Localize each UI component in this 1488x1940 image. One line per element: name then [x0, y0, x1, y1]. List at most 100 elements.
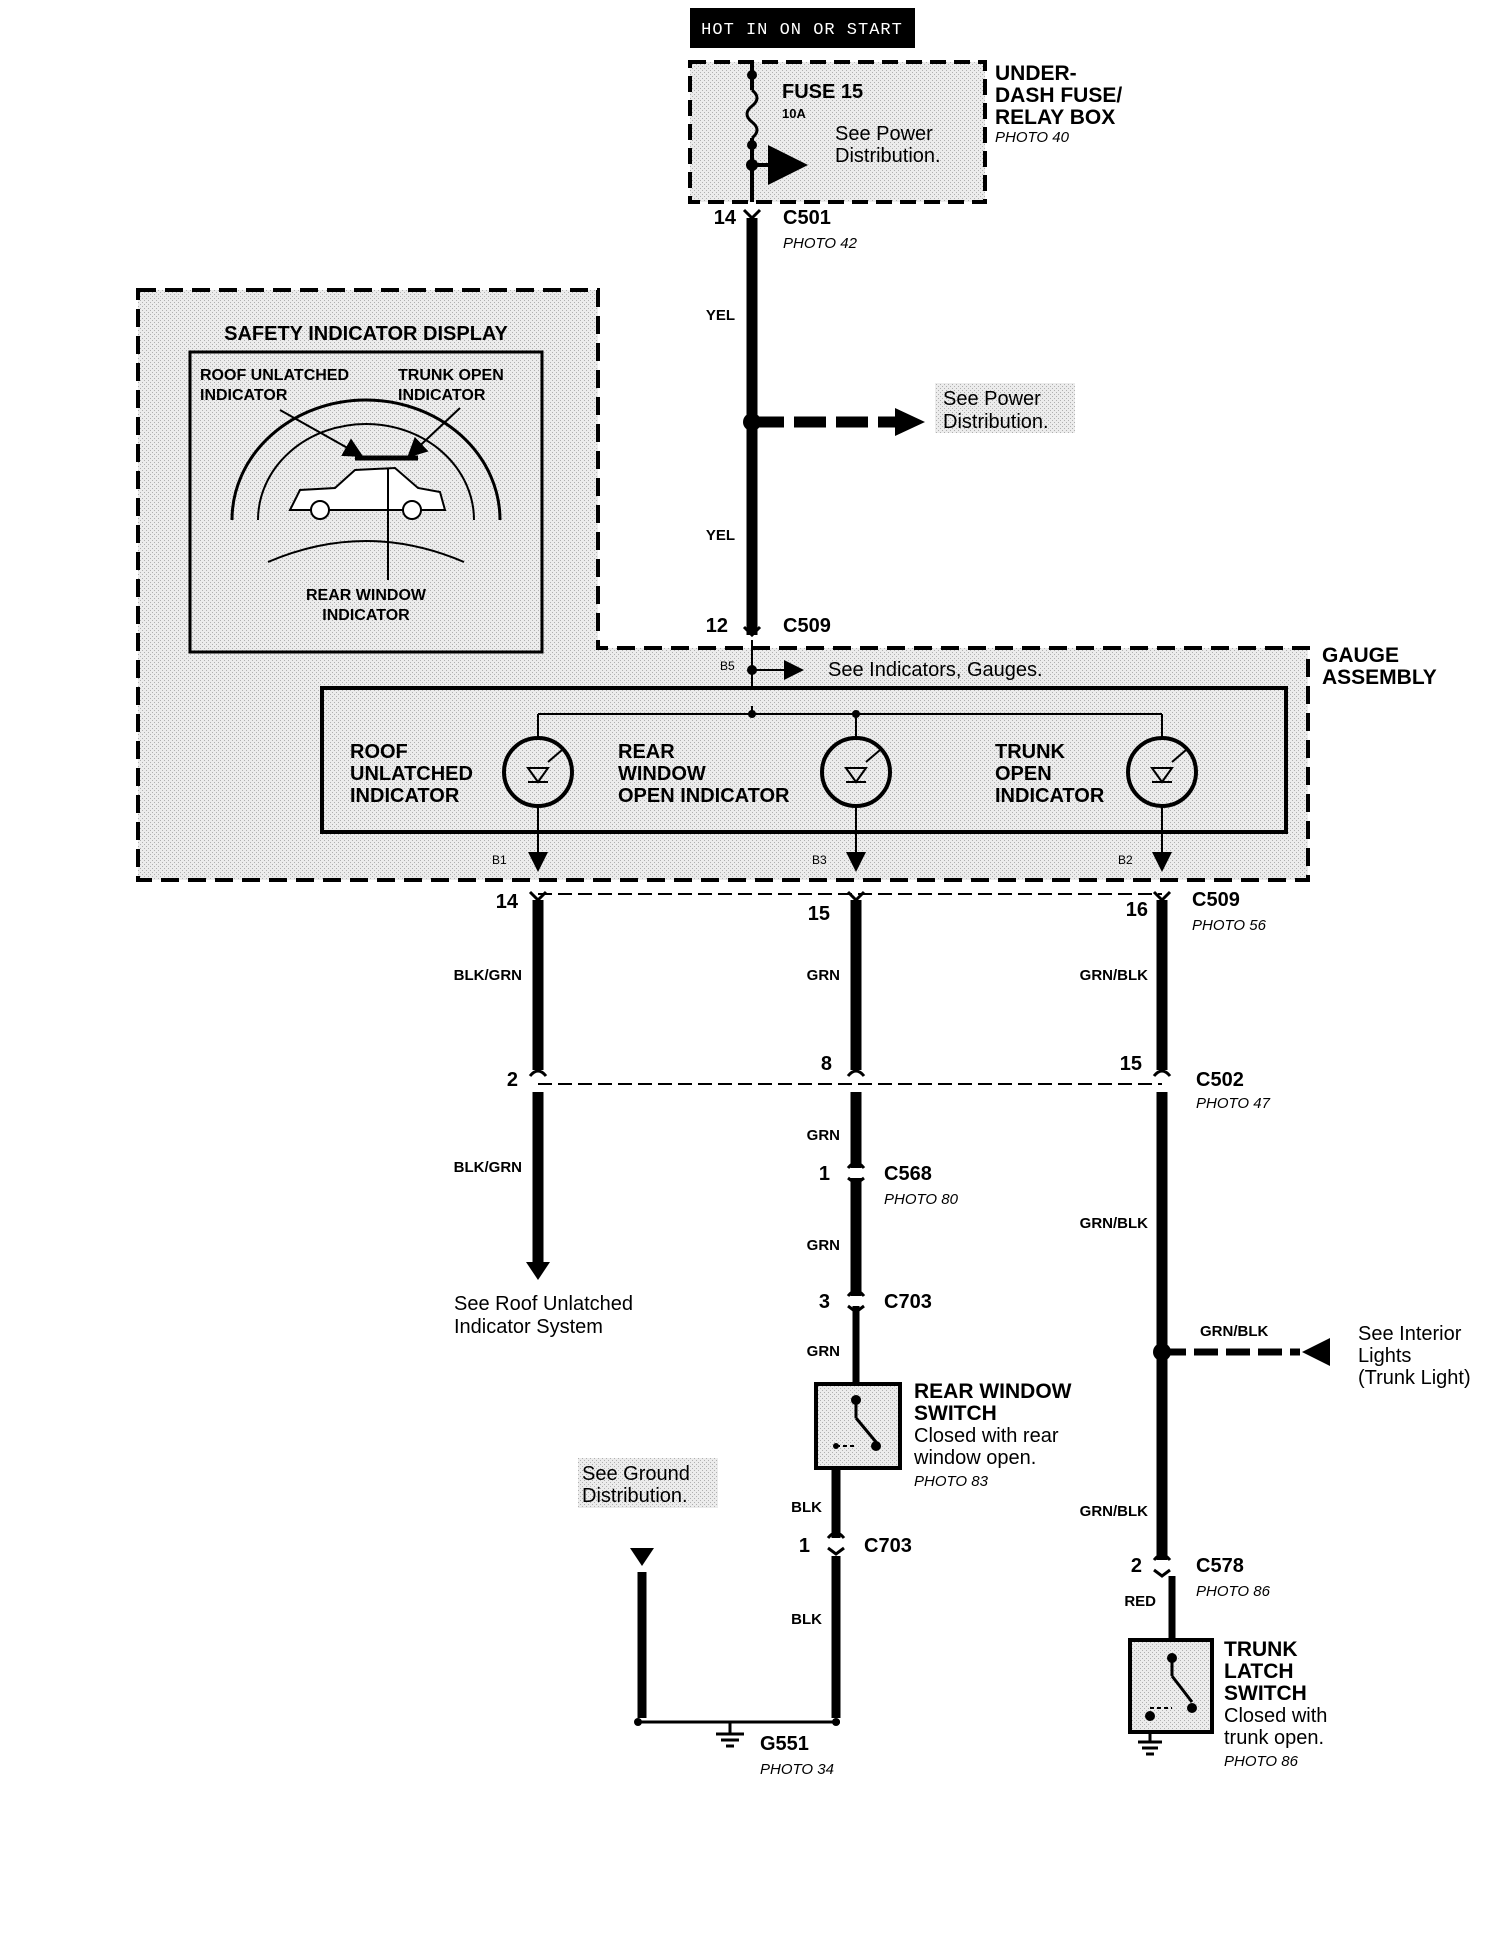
car-icon	[288, 455, 447, 520]
interior-note-line2: Lights	[1358, 1345, 1411, 1367]
b5-terminal: B5 See Indicators, Gauges.	[720, 640, 1043, 714]
ground-icon	[716, 1722, 744, 1748]
right-branch-wire: GRN/BLK GRN/BLK GRN/BLK See Interior Lig…	[1080, 900, 1471, 1770]
connector-icon	[1152, 1553, 1172, 1561]
fuse-box-photo: PHOTO 40	[995, 129, 1070, 146]
ground-photo: PHOTO 34	[760, 1761, 834, 1778]
indicators-note: See Indicators, Gauges.	[828, 659, 1043, 681]
connector-icon	[826, 1531, 846, 1539]
mid-wire-blk1: BLK	[791, 1499, 822, 1516]
roof-unlatched-line2: INDICATOR	[200, 387, 288, 404]
power-wire-color1: YEL	[706, 307, 735, 324]
connector-icon	[742, 625, 762, 638]
c502-pin-right: 15	[1120, 1053, 1142, 1075]
underdash-fuse-box: FUSE 15 10A See Power Distribution. UNDE…	[688, 60, 1122, 204]
connector-c501: 14 C501 PHOTO 42	[714, 207, 858, 252]
gauge-label-line2: ASSEMBLY	[1322, 666, 1437, 689]
safety-display-title: SAFETY INDICATOR DISPLAY	[224, 323, 508, 345]
left-wire-color1: BLK/GRN	[454, 967, 522, 984]
c509-bottom-pin-mid: 15	[808, 903, 830, 925]
interior-note-line1: See Interior	[1358, 1323, 1462, 1345]
trunk-switch-line5: trunk open.	[1224, 1727, 1324, 1749]
trunk-switch-line1: TRUNK	[1224, 1638, 1298, 1661]
c578-photo: PHOTO 86	[1196, 1583, 1271, 1600]
rear-switch-line2: SWITCH	[914, 1402, 997, 1425]
connector-icon	[528, 1069, 1172, 1077]
c509-bottom-name: C509	[1192, 889, 1240, 911]
trunk-switch-line4: Closed with	[1224, 1705, 1327, 1727]
connector-icon	[846, 1289, 866, 1297]
fuse-box-line3: RELAY BOX	[995, 106, 1115, 129]
c568-name: C568	[884, 1163, 932, 1185]
connector-icon	[827, 1546, 845, 1556]
trunk-switch-line2: LATCH	[1224, 1660, 1294, 1683]
terminal-b5: B5	[720, 659, 735, 673]
c501-name: C501	[783, 207, 831, 229]
arrow-icon	[895, 408, 925, 436]
c509-top-pin: 12	[706, 615, 728, 637]
c501-pin: 14	[714, 207, 737, 229]
mid-wire-blk2: BLK	[791, 1611, 822, 1628]
c509-bottom-pin-right: 16	[1126, 899, 1148, 921]
fuse-box-line2: DASH FUSE/	[995, 84, 1122, 107]
rear-switch-photo: PHOTO 83	[914, 1473, 989, 1490]
terminal-b1: B1	[492, 853, 507, 867]
gauge-roof-line3: INDICATOR	[350, 785, 460, 807]
trunk-latch-switch: TRUNK LATCH SWITCH Closed with trunk ope…	[1128, 1638, 1327, 1770]
c703a-pin: 3	[819, 1291, 830, 1313]
trunk-switch-line3: SWITCH	[1224, 1682, 1307, 1705]
power-wire: YEL See Power Distribution. YEL	[706, 218, 1075, 635]
ground-g551: See Ground Distribution. G551 PHOTO 34	[578, 1458, 840, 1778]
connector-c509-top: 12 C509	[706, 615, 831, 638]
c703b-name: C703	[864, 1535, 912, 1557]
bulb-icon	[502, 736, 574, 808]
gauge-label-line1: GAUGE	[1322, 644, 1399, 667]
fuse-label: FUSE 15	[782, 81, 863, 103]
right-wire-red: RED	[1124, 1593, 1156, 1610]
rear-window-line2: INDICATOR	[322, 607, 410, 624]
ground-note-line2: Distribution.	[582, 1485, 688, 1507]
bulb-icon	[1126, 736, 1198, 808]
mid-wire-color1: GRN	[807, 967, 840, 984]
safety-indicator-display: SAFETY INDICATOR DISPLAY ROOF UNLATCHED …	[188, 323, 544, 654]
connector-icon	[847, 1304, 865, 1314]
c509-bottom-photo: PHOTO 56	[1192, 917, 1267, 934]
c703a-name: C703	[884, 1291, 932, 1313]
right-wire-color1: GRN/BLK	[1080, 967, 1148, 984]
fuse-note-line2: Distribution.	[835, 145, 941, 167]
mid-wire-color4: GRN	[807, 1343, 840, 1360]
roof-system-note-line2: Indicator System	[454, 1316, 603, 1338]
header-label: HOT IN ON OR START	[701, 21, 903, 40]
c502-pin-left: 2	[507, 1069, 518, 1091]
gauge-trunk-line2: OPEN	[995, 763, 1052, 785]
connector-c502: 2 8 15 C502 PHOTO 47	[507, 1053, 1271, 1112]
rear-switch-line1: REAR WINDOW	[914, 1380, 1072, 1403]
right-wire-color2: GRN/BLK	[1080, 1215, 1148, 1232]
c509-bottom-pin-left: 14	[496, 891, 519, 913]
switch-icon	[833, 1395, 881, 1451]
rear-switch-line3: Closed with rear	[914, 1425, 1059, 1447]
right-splice-wire: GRN/BLK	[1200, 1323, 1268, 1340]
c568-photo: PHOTO 80	[884, 1191, 959, 1208]
gauge-trunk-line1: TRUNK	[995, 741, 1066, 763]
right-wire-color3: GRN/BLK	[1080, 1503, 1148, 1520]
rear-switch-line4: window open.	[913, 1447, 1036, 1469]
left-branch-wire: BLK/GRN BLK/GRN See Roof Unlatched Indic…	[454, 900, 633, 1338]
fuse-note-line1: See Power	[835, 123, 933, 145]
interior-note-line3: (Trunk Light)	[1358, 1367, 1471, 1389]
fuse-icon	[745, 62, 808, 202]
power-wire-color2: YEL	[706, 527, 735, 544]
gauge-rear-line2: WINDOW	[618, 763, 706, 785]
gauge-roof-line2: UNLATCHED	[350, 763, 473, 785]
connector-icon	[742, 208, 762, 221]
gauge-roof-line1: ROOF	[350, 741, 408, 763]
c578-name: C578	[1196, 1555, 1244, 1577]
c578-pin: 2	[1131, 1555, 1142, 1577]
middle-branch-wire: GRN GRN 1 C568 PHOTO 80 GRN 3 C703 GRN R…	[791, 900, 1072, 1718]
mid-wire-color3: GRN	[807, 1237, 840, 1254]
c502-name: C502	[1196, 1069, 1244, 1091]
power-source-header: HOT IN ON OR START	[690, 8, 915, 48]
rear-window-switch: REAR WINDOW SWITCH Closed with rear wind…	[814, 1380, 1072, 1490]
rear-window-line1: REAR WINDOW	[306, 587, 427, 604]
